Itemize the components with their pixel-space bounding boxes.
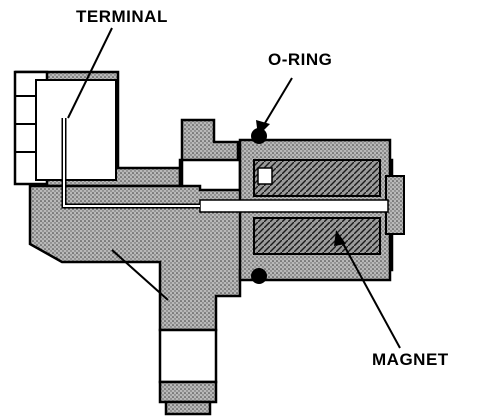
terminal-leader-line — [67, 27, 113, 119]
o-ring-bottom — [251, 268, 267, 284]
sensor-stem — [158, 328, 218, 416]
o-ring-top — [251, 128, 267, 144]
center-bore — [199, 199, 389, 213]
terminal-label: TERMINAL — [76, 7, 168, 26]
magnet-arrowhead — [334, 230, 346, 246]
body-leader-line — [111, 249, 169, 301]
o-ring-arrowhead — [256, 120, 270, 136]
connector-housing — [13, 70, 182, 188]
magnet-label: MAGNET — [372, 350, 449, 369]
o-ring-label: O-RING — [268, 50, 333, 69]
o-ring-leader-line — [261, 77, 293, 129]
magnet-leader-line — [339, 237, 401, 349]
